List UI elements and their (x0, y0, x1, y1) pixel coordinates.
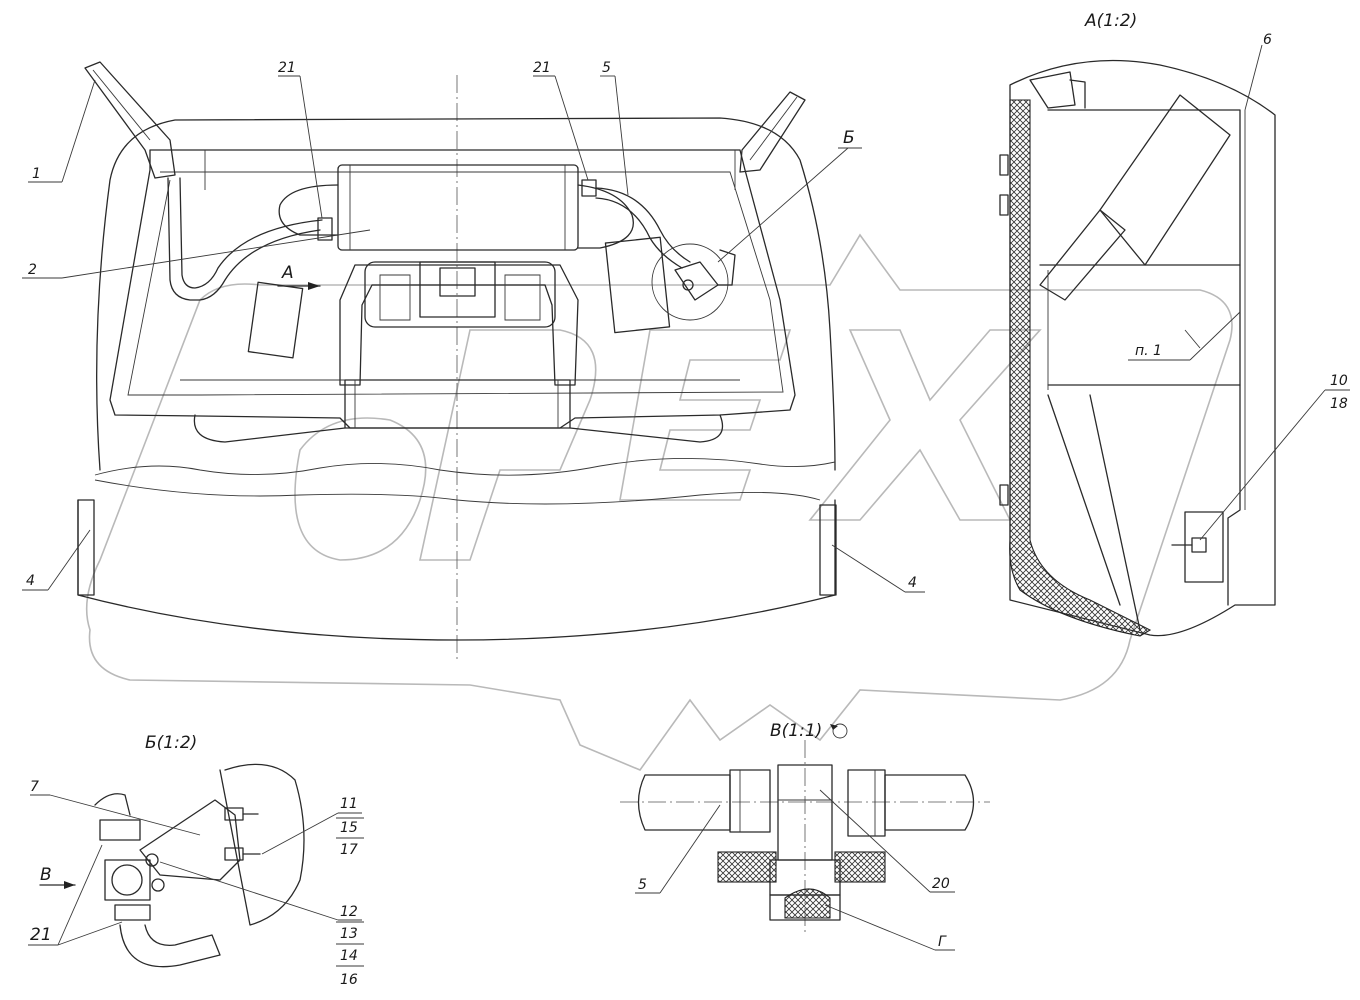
callout-16: 16 (340, 972, 358, 988)
callout-4-right: 4 (908, 575, 917, 591)
arrow-a-label: A (281, 263, 294, 283)
callout-n1: п. 1 (1135, 343, 1162, 359)
callout-14: 14 (340, 948, 358, 964)
callout-1: 1 (32, 166, 41, 182)
callout-12: 12 (340, 904, 358, 920)
callout-5-top: 5 (602, 60, 611, 76)
view-a-title: A(1:2) (1084, 11, 1137, 31)
callout-21-b: 21 (30, 925, 52, 945)
callout-5-v: 5 (638, 877, 647, 893)
callout-13: 13 (340, 926, 358, 942)
watermark-logo (85, 233, 1233, 771)
callout-2: 2 (28, 262, 37, 278)
callout-11: 11 (340, 796, 358, 812)
view-v-title: В(1:1) (770, 721, 822, 741)
callout-7: 7 (30, 779, 39, 795)
callout-20: 20 (932, 876, 950, 892)
callout-4-left: 4 (26, 573, 35, 589)
callout-21-right: 21 (533, 60, 551, 76)
callout-10: 10 (1330, 373, 1348, 389)
callout-15: 15 (340, 820, 358, 836)
main-view: A 1 2 4 4 21 21 5 Б (22, 60, 925, 660)
view-v: В(1:1) 5 20 Г (620, 721, 990, 951)
arrow-v-label: В (40, 865, 52, 885)
callout-g: Г (938, 934, 947, 950)
view-a: A(1:2) 6 п. 1 10 18 (999, 11, 1350, 637)
callout-b: Б (843, 128, 855, 148)
callout-21-left: 21 (278, 60, 296, 76)
callout-17: 17 (340, 842, 358, 858)
view-b: Б(1:2) В 7 11 15 17 12 (28, 733, 364, 988)
callout-6: 6 (1263, 32, 1272, 48)
callout-18: 18 (1330, 396, 1348, 412)
view-b-title: Б(1:2) (145, 733, 197, 753)
